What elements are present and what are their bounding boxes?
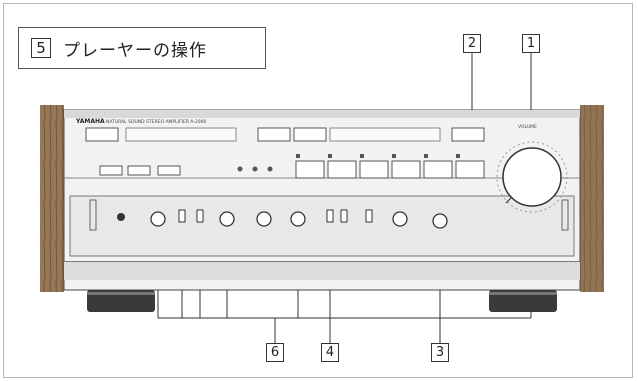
section-title: プレーヤーの操作 [63, 40, 207, 61]
input-cd-button [423, 160, 453, 179]
callout-3: 3 [431, 343, 449, 362]
balance-knob [290, 211, 306, 227]
filter-switch-1 [326, 209, 334, 223]
section-number: 5 [31, 38, 51, 58]
rec-out-knob [392, 211, 408, 227]
foot-left [87, 290, 155, 312]
phono-knob [432, 213, 448, 229]
brand-logo: YAMAHA [75, 118, 105, 125]
model-line: NATURAL SOUND STEREO AMPLIFIER A-2000 [106, 119, 206, 125]
callout-6: 6 [266, 343, 284, 362]
switch-1 [178, 209, 186, 223]
input-tape2-button [295, 160, 325, 179]
filter-switch-2 [340, 209, 348, 223]
power-button [85, 127, 119, 142]
volume-knob [502, 147, 562, 207]
figure-frame [3, 3, 633, 378]
callout-1: 1 [522, 34, 540, 53]
switch-2 [196, 209, 204, 223]
phones-jack [117, 213, 125, 221]
bass-knob [150, 211, 166, 227]
treble-knob [219, 211, 235, 227]
knob-3 [256, 211, 272, 227]
foot-right [489, 290, 557, 312]
input-phono-button [455, 160, 485, 179]
rec-mode-button [257, 127, 291, 142]
direct-button [293, 127, 327, 142]
input-tuner-button [391, 160, 421, 179]
muting-button [451, 127, 485, 142]
section-title-box: 5 プレーヤーの操作 [18, 27, 266, 69]
volume-label: VOLUME [518, 124, 537, 130]
lower-panel [69, 195, 575, 257]
volume-scale [496, 141, 568, 213]
callout-4: 4 [321, 343, 339, 362]
input-tape1-button [327, 160, 357, 179]
mode-switch [365, 209, 373, 223]
input-aux-button [359, 160, 389, 179]
callout-2: 2 [463, 34, 481, 53]
